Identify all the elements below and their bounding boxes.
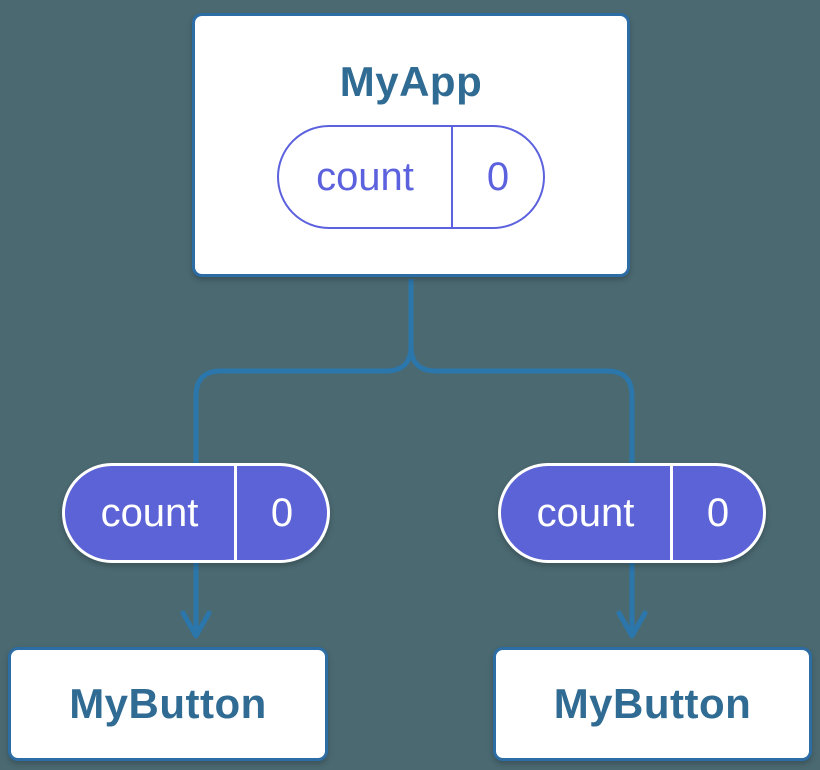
state-value-cell: 0 [486, 155, 510, 199]
state-value-cell: 0 [270, 491, 294, 535]
branch-right-line [408, 345, 635, 633]
app-state-pill: count 0 [277, 125, 545, 229]
state-name-cell: count [501, 466, 673, 560]
arrow-left-icon [180, 610, 212, 639]
app-card: MyApp count 0 [192, 13, 630, 277]
state-value-cell: 0 [706, 491, 730, 535]
state-name-cell: count [65, 466, 237, 560]
state-name-cell: count [279, 127, 453, 227]
right-child-state-pill: count 0 [498, 463, 766, 563]
branch-left-line [193, 279, 414, 633]
arrow-right-icon [616, 610, 648, 639]
left-button-card: MyButton [8, 647, 328, 761]
right-button-card: MyButton [493, 647, 812, 761]
left-child-state-pill: count 0 [62, 463, 330, 563]
app-card-title: MyApp [339, 58, 483, 105]
right-button-card-title: MyButton [553, 680, 752, 727]
left-button-card-title: MyButton [69, 680, 267, 727]
